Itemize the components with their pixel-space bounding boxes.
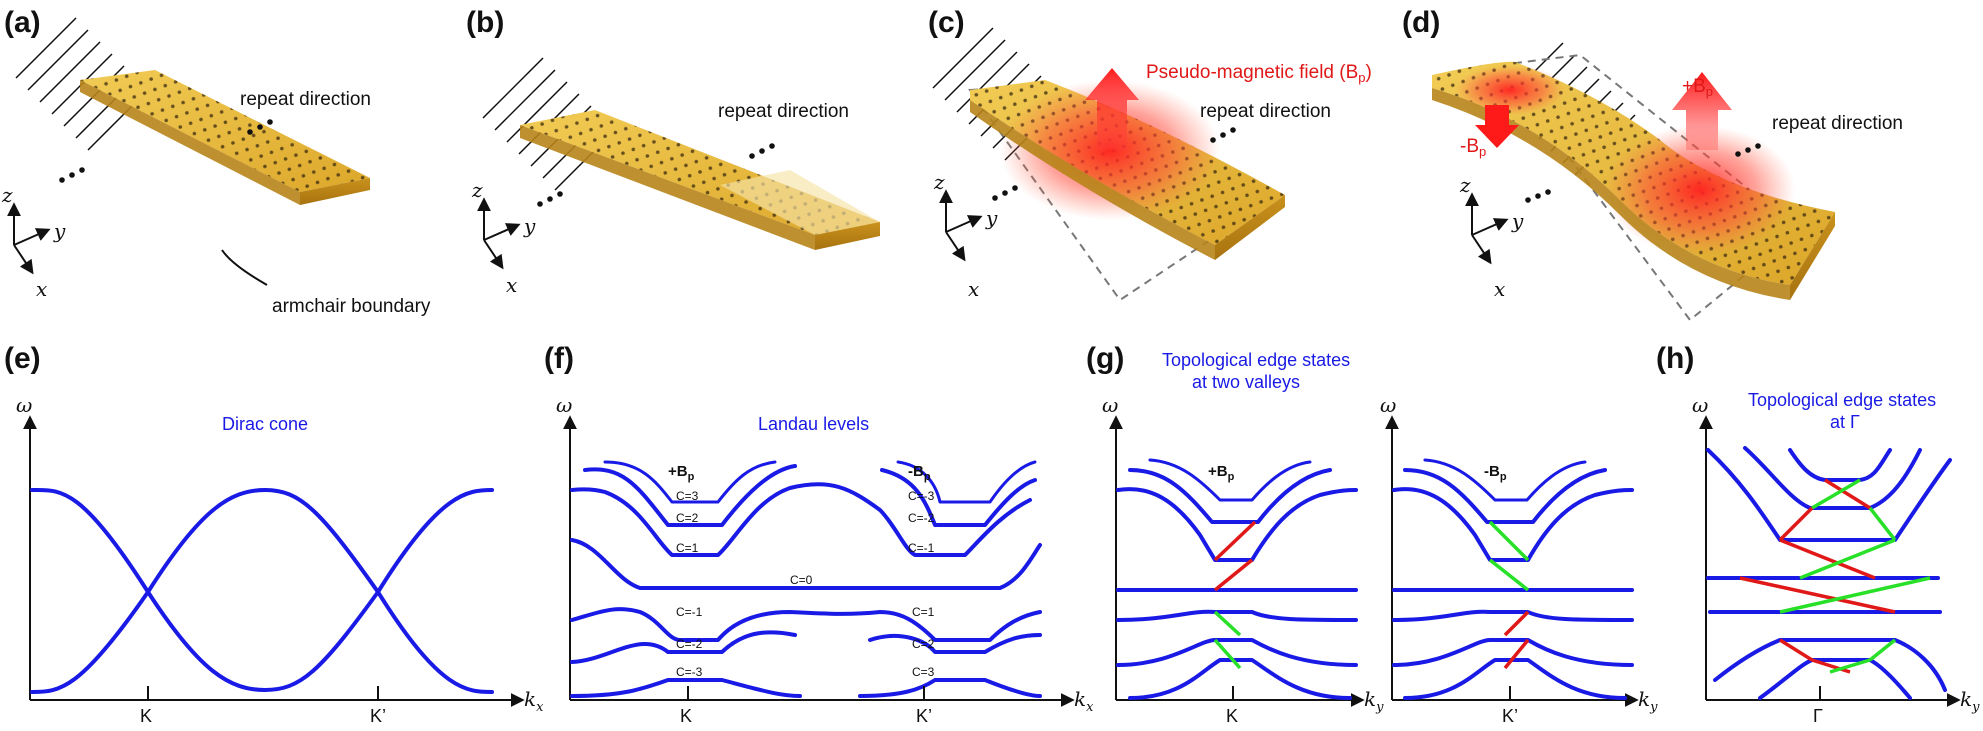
svg-text:ky: ky xyxy=(1364,687,1384,715)
pseudo-field-label: Pseudo-magnetic field (Bp) xyxy=(1146,62,1372,85)
repeat-direction-label: repeat direction xyxy=(718,101,849,122)
landau-cminus3-row xyxy=(570,678,1042,698)
left-field-label: +Bp xyxy=(668,463,695,483)
panel-label-e: (e) xyxy=(4,342,41,375)
panel-c: (c) Pseudo-magnetic field (Bp) repeat di… xyxy=(928,6,1372,302)
svg-text:C=-1: C=-1 xyxy=(908,541,935,555)
axes-3d-c: z y x xyxy=(933,170,998,301)
panel-label-a: (a) xyxy=(4,6,41,39)
svg-text:y: y xyxy=(523,214,536,238)
axes-3d-d: z y x xyxy=(1459,173,1524,301)
band-upper-1 xyxy=(30,487,494,692)
svg-text:x: x xyxy=(506,273,517,297)
svg-text:y: y xyxy=(985,206,998,230)
x-axis-label: kx xyxy=(524,687,544,715)
svg-text:kx: kx xyxy=(1074,687,1094,715)
svg-text:ω: ω xyxy=(16,393,32,417)
svg-text:z: z xyxy=(1,183,13,207)
svg-text:K: K xyxy=(1226,706,1238,726)
repeat-direction-label: repeat direction xyxy=(1772,113,1903,134)
repeat-direction-label: repeat direction xyxy=(1200,101,1331,122)
svg-text:z: z xyxy=(933,170,945,194)
svg-text:K: K xyxy=(680,706,692,726)
svg-text:ky: ky xyxy=(1960,687,1980,715)
svg-text:C=-2: C=-2 xyxy=(676,637,703,651)
svg-text:C=0: C=0 xyxy=(790,573,813,587)
left-field-label: +Bp xyxy=(1208,463,1235,483)
right-field-label: -Bp xyxy=(908,463,931,483)
plus-bp-label: +Bp xyxy=(1682,76,1713,99)
svg-text:ky: ky xyxy=(1638,687,1658,715)
svg-text:K’: K’ xyxy=(1502,706,1518,726)
svg-text:y: y xyxy=(53,219,66,243)
landau-c3-row xyxy=(603,460,1037,504)
panel-h: (h) Topological edge states at Γ ω ky Γ xyxy=(1656,342,1980,726)
svg-text:C=-3: C=-3 xyxy=(676,665,703,679)
tick-Kprime: K’ xyxy=(370,706,386,726)
repeated-unit xyxy=(720,170,880,235)
panel-title: Dirac cone xyxy=(222,414,308,434)
svg-text:ω: ω xyxy=(1380,393,1396,417)
svg-text:x: x xyxy=(968,277,979,301)
panel-title: Landau levels xyxy=(758,414,869,434)
tick-K: K xyxy=(140,706,152,726)
svg-text:z: z xyxy=(471,178,483,202)
svg-text:C=-3: C=-3 xyxy=(908,489,935,503)
panel-title-line2: at two valleys xyxy=(1192,372,1300,392)
svg-text:ω: ω xyxy=(1102,393,1118,417)
svg-text:C=3: C=3 xyxy=(912,665,935,679)
panel-d: (d) +Bp -Bp repeat direction z y x xyxy=(1402,6,1903,322)
svg-text:C=-2: C=-2 xyxy=(908,511,935,525)
field-arrow-up xyxy=(1085,68,1139,150)
right-field-label: -Bp xyxy=(1484,463,1507,483)
panel-label-d: (d) xyxy=(1402,6,1440,39)
svg-text:C=1: C=1 xyxy=(912,605,935,619)
svg-text:C=3: C=3 xyxy=(676,489,699,503)
panel-a: (a) repeat direction armchair boundary z… xyxy=(1,6,431,317)
svg-text:Γ: Γ xyxy=(1813,706,1823,726)
axes-3d-a: z y x xyxy=(1,183,66,301)
svg-text:C=2: C=2 xyxy=(676,511,699,525)
landau-cminus2-row xyxy=(570,630,1042,664)
panel-label-f: (f) xyxy=(544,342,574,375)
panel-e: (e) ω kx Dirac cone K K’ xyxy=(4,342,544,726)
svg-text:C=2: C=2 xyxy=(912,637,935,651)
band-lower-1 xyxy=(30,488,494,694)
axes-3d-b: z y x xyxy=(471,178,536,297)
svg-text:z: z xyxy=(1459,173,1471,197)
svg-text:y: y xyxy=(1511,209,1524,233)
landau-c1-row xyxy=(570,482,1032,557)
svg-text:ω: ω xyxy=(1692,393,1708,417)
panel-f: (f) ω kx Landau levels +Bp -Bp C=3 C=2 C… xyxy=(544,342,1094,726)
panel-title-line1: Topological edge states xyxy=(1748,390,1936,410)
panel-title-line2: at Γ xyxy=(1830,412,1860,432)
repeat-direction-label: repeat direction xyxy=(240,89,371,110)
svg-text:x: x xyxy=(1494,277,1505,301)
panel-label-g: (g) xyxy=(1086,342,1124,375)
landau-c0 xyxy=(570,538,1042,590)
minus-bp-label: -Bp xyxy=(1460,136,1486,159)
svg-text:x: x xyxy=(36,277,47,301)
panel-b: (b) repeat direction z y x xyxy=(466,6,880,297)
svg-text:ω: ω xyxy=(556,393,572,417)
panel-label-b: (b) xyxy=(466,6,504,39)
panel-g: (g) Topological edge states at two valle… xyxy=(1086,342,1658,726)
landau-c2-row xyxy=(583,464,1037,527)
plate-side xyxy=(300,178,370,205)
svg-text:K’: K’ xyxy=(916,706,932,726)
field-arrow-up xyxy=(1672,72,1732,150)
svg-text:C=-1: C=-1 xyxy=(676,605,703,619)
armchair-boundary-label: armchair boundary xyxy=(272,296,431,317)
panel-label-h: (h) xyxy=(1656,342,1694,375)
landau-cminus1-row xyxy=(570,607,1042,642)
panel-title-line1: Topological edge states xyxy=(1162,350,1350,370)
svg-text:C=1: C=1 xyxy=(676,541,699,555)
field-arrow-down xyxy=(1475,105,1519,148)
panel-label-c: (c) xyxy=(928,6,965,39)
